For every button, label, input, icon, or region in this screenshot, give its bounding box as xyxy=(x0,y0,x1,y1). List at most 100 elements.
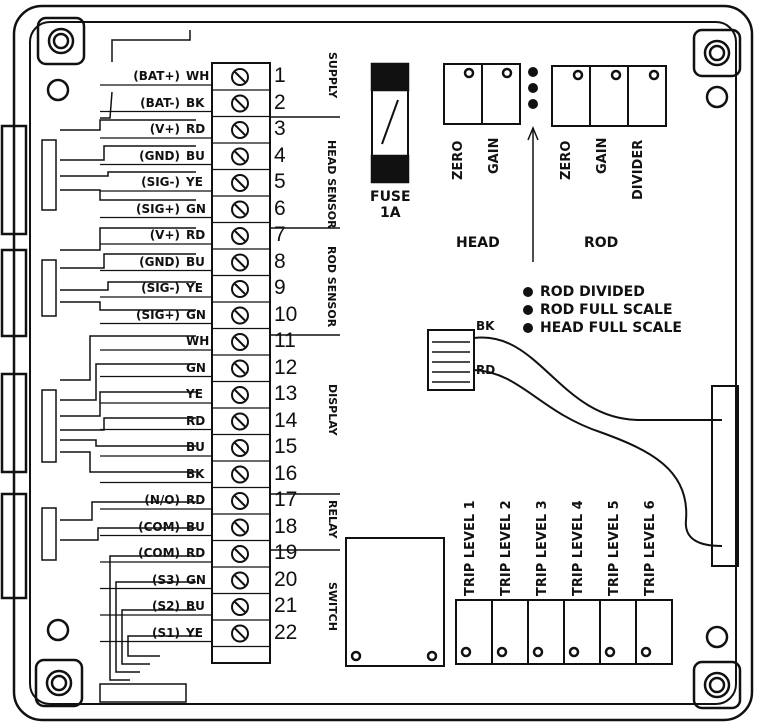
wire-color: YE xyxy=(186,281,203,295)
terminal-screw xyxy=(231,174,249,192)
rod-title: ROD xyxy=(584,235,619,251)
terminal-number: 21 xyxy=(274,594,298,617)
wire-color: BU xyxy=(186,519,205,534)
wire-color: RD xyxy=(186,413,206,428)
rod-pot-gain xyxy=(589,65,629,127)
terminal-screw xyxy=(231,333,249,351)
wire-signal: (S1) xyxy=(152,625,180,640)
board-outline xyxy=(29,21,737,705)
wire-signal: (SIG+) xyxy=(136,307,180,322)
terminal-number: 22 xyxy=(274,620,298,644)
trip-level-label: TRIP LEVEL 3 xyxy=(535,500,550,596)
rod-sensor-cable xyxy=(60,227,196,311)
head-rod-divider-arrow xyxy=(527,126,539,141)
head-led-1 xyxy=(528,67,538,77)
wire-signal: (SIG-) xyxy=(141,175,180,189)
wire-color: BU xyxy=(186,148,205,163)
terminal-number: 17 xyxy=(274,488,298,511)
trip-level-label: TRIP LEVEL 6 xyxy=(643,500,658,596)
terminal-number: 7 xyxy=(274,223,286,246)
terminal-number: 8 xyxy=(274,249,286,273)
wire-color: GN xyxy=(186,201,206,216)
terminal-number: 4 xyxy=(274,143,286,167)
connector-block xyxy=(427,329,475,391)
legend-rod-divided: ROD DIVIDED xyxy=(540,284,645,300)
terminal-screw xyxy=(231,200,249,219)
wire-signal: (S2) xyxy=(152,599,180,613)
terminal-screw xyxy=(231,492,249,510)
wire-color: YE xyxy=(186,625,203,640)
relay-cable xyxy=(60,501,196,541)
terminal-screw xyxy=(231,306,249,325)
switch-cable-clamp xyxy=(99,683,187,703)
rod-pot-divider-label: DIVIDER xyxy=(631,139,646,200)
legend-rod-full-scale: ROD FULL SCALE xyxy=(540,302,673,318)
group-label-relay: RELAY xyxy=(326,500,339,539)
wire-signal: (GND) xyxy=(139,254,180,269)
cable-gland-1 xyxy=(0,124,28,236)
wire-color: YE xyxy=(186,175,203,189)
legend-dot-rod-full-scale xyxy=(523,305,533,315)
terminal-screw xyxy=(231,439,249,457)
mounting-hole-right-lower xyxy=(705,625,729,649)
trip-pot-6 xyxy=(635,599,673,665)
terminal-screw xyxy=(231,465,249,484)
group-label-display: DISPLAY xyxy=(326,384,339,436)
group-label-rod-sensor: ROD SENSOR xyxy=(325,246,338,328)
terminal-screw xyxy=(231,147,249,166)
wire-signal: (GND) xyxy=(139,148,180,163)
trip-level-label: TRIP LEVEL 5 xyxy=(607,500,622,596)
cable-gland-2 xyxy=(0,248,28,338)
wire-signal: (V+) xyxy=(149,122,180,136)
head-pot-zero xyxy=(443,63,483,125)
terminal-number: 1 xyxy=(274,64,286,87)
group-label-head-sensor: HEAD SENSOR xyxy=(325,140,338,229)
terminal-number: 14 xyxy=(274,408,298,432)
enclosure-outline xyxy=(12,4,754,722)
wire-color: WH xyxy=(186,69,210,83)
head-pot-zero-label: ZERO xyxy=(451,140,466,180)
terminal-screw xyxy=(231,227,249,245)
trip-level-label: TRIP LEVEL 1 xyxy=(463,500,478,596)
wire-color: GN xyxy=(186,360,206,375)
wire-color: RD xyxy=(186,493,206,507)
wire-color: GN xyxy=(186,572,206,587)
connector-wire-bk: BK xyxy=(476,319,495,333)
rod-pot-gain-label: GAIN xyxy=(595,137,610,174)
wire-color: BU xyxy=(186,254,205,269)
terminal-number: 13 xyxy=(274,382,298,405)
terminal-number: 12 xyxy=(274,355,298,379)
mounting-hole-top-right xyxy=(692,28,742,78)
mounting-hole-right-upper xyxy=(705,85,729,109)
wire-color: WH xyxy=(186,334,210,348)
wire-signal: (SIG-) xyxy=(141,281,180,295)
terminal-screw xyxy=(231,386,249,404)
wire-color: BK xyxy=(186,466,205,481)
fuse-element xyxy=(381,99,399,145)
side-connector xyxy=(711,385,739,567)
terminal-screw xyxy=(231,253,249,272)
trip-level-label: TRIP LEVEL 4 xyxy=(571,500,586,596)
terminal-screw xyxy=(231,545,249,563)
rod-pot-divider xyxy=(627,65,667,127)
terminal-number: 16 xyxy=(274,461,298,485)
head-led-2 xyxy=(528,83,538,93)
head-sensor-cable xyxy=(60,119,196,201)
cable-gland-3 xyxy=(0,372,28,474)
terminal-screw xyxy=(231,280,249,298)
terminal-screw xyxy=(231,571,249,590)
wire-signal: (BAT+) xyxy=(133,69,180,83)
group-label-switch: SWITCH xyxy=(326,582,339,631)
terminal-screw xyxy=(231,68,249,86)
terminal-screw xyxy=(231,359,249,378)
switch-cable xyxy=(109,555,196,681)
fuse-cap-top xyxy=(370,62,410,92)
mounting-hole-left-upper xyxy=(46,78,70,102)
cable-bk xyxy=(473,336,722,421)
wire-signal: (N/O) xyxy=(144,493,180,507)
display-cable-left xyxy=(60,335,196,473)
wire-signal: (COM) xyxy=(138,546,180,560)
legend-dot-rod-divided xyxy=(523,287,533,297)
terminal-number: 15 xyxy=(274,435,298,458)
